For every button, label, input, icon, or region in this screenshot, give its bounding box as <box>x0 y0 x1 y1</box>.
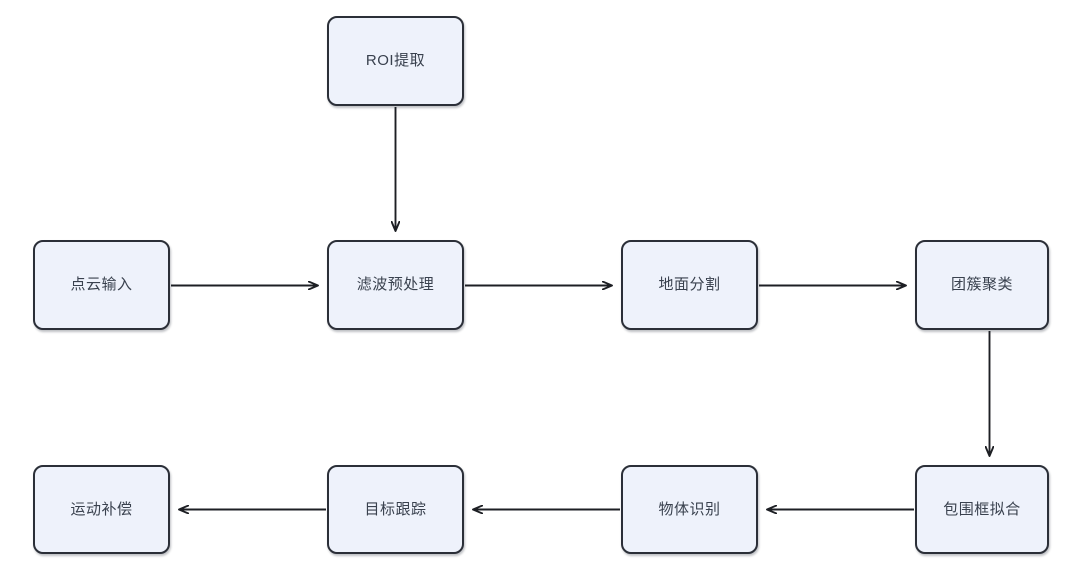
node-label: 团簇聚类 <box>950 276 1013 293</box>
node-label: 目标跟踪 <box>364 500 427 518</box>
node-label: 物体识别 <box>658 500 721 518</box>
node-target-tracking[interactable]: 目标跟踪 <box>327 465 464 554</box>
node-point-cloud-input[interactable]: 点云输入 <box>33 240 170 330</box>
node-ground-segmentation[interactable]: 地面分割 <box>621 240 758 330</box>
node-roi-extraction[interactable]: ROI提取 <box>327 16 464 106</box>
node-label: ROI提取 <box>365 52 426 69</box>
node-label: 地面分割 <box>658 276 721 293</box>
node-label: 包围框拟合 <box>943 500 1021 518</box>
node-label: 点云输入 <box>70 276 133 293</box>
node-label: 滤波预处理 <box>356 276 435 293</box>
node-cluster-clustering[interactable]: 团簇聚类 <box>915 240 1049 330</box>
node-filter-preprocessing[interactable]: 滤波预处理 <box>327 240 464 330</box>
node-motion-compensation[interactable]: 运动补偿 <box>33 465 170 554</box>
node-label: 运动补偿 <box>70 500 133 518</box>
node-bounding-box-fitting[interactable]: 包围框拟合 <box>915 465 1049 554</box>
node-object-recognition[interactable]: 物体识别 <box>621 465 758 554</box>
